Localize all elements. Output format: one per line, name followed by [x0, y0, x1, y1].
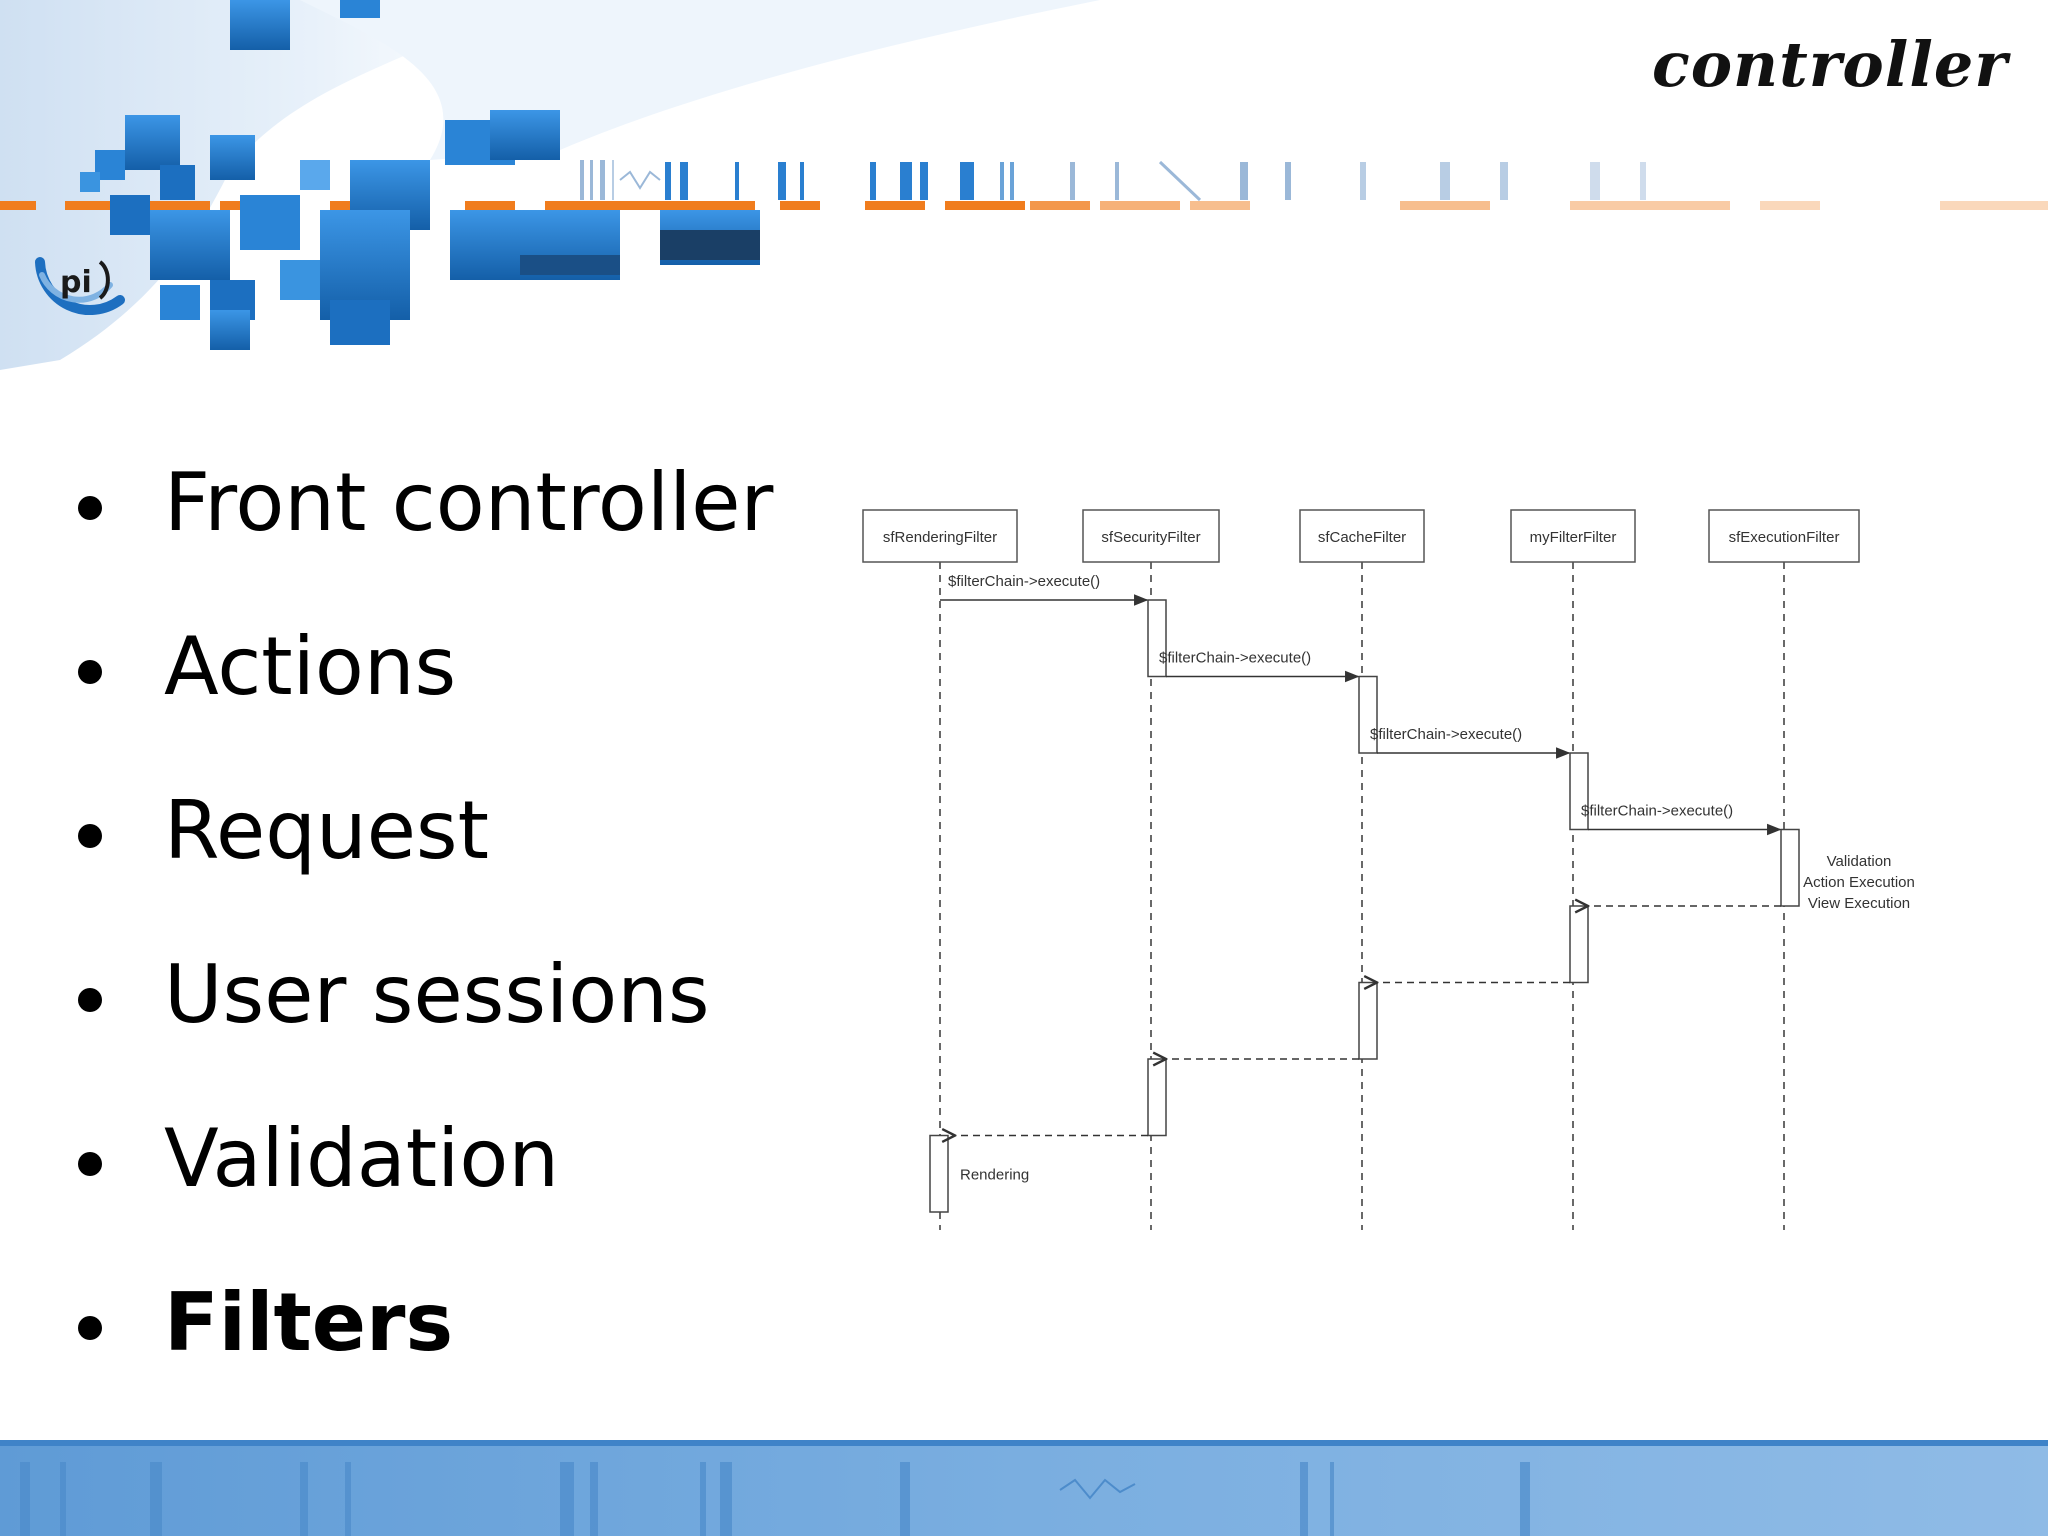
slide-title: controller	[1651, 28, 2008, 101]
bullet-dot	[78, 784, 132, 877]
lifeline-label-rendering: sfRenderingFilter	[883, 529, 997, 546]
call-label: $filterChain->execute()	[948, 573, 1100, 590]
bullet-label: Actions	[164, 619, 457, 713]
call-label: $filterChain->execute()	[1370, 726, 1522, 743]
lifeline-label-cache: sfCacheFilter	[1318, 529, 1406, 546]
banner-swoosh	[0, 0, 520, 370]
lifeline-label-security: sfSecurityFilter	[1101, 529, 1200, 546]
bullet-dot	[78, 456, 132, 549]
call-label: $filterChain->execute()	[1581, 803, 1733, 820]
pi-logo: pi	[35, 257, 125, 315]
activation-bar-cache	[1358, 675, 1378, 754]
bullet-item-active: Filters	[78, 1240, 838, 1404]
bullet-item: Front controller	[78, 420, 838, 584]
bullet-item: Actions	[78, 584, 838, 748]
bullet-item: Request	[78, 748, 838, 912]
lifeline-box-execution	[1708, 509, 1860, 563]
header-banner: pi	[0, 0, 2048, 370]
pi-logo-text: pi	[60, 265, 92, 300]
call-label: $filterChain->execute()	[1159, 650, 1311, 667]
lifeline-label-execution: sfExecutionFilter	[1729, 529, 1840, 546]
activation-bar-security	[1147, 1058, 1167, 1137]
activation-bar-myfilter	[1569, 905, 1589, 984]
lifeline-box-cache	[1299, 509, 1425, 563]
activation-bar-security	[1147, 599, 1167, 678]
lifeline-box-myfilter	[1510, 509, 1636, 563]
bullet-label: User sessions	[164, 947, 710, 1041]
bullet-list: Front controller Actions Request User se…	[78, 420, 838, 1404]
footer-barcode	[20, 1462, 1530, 1536]
bullet-label: Filters	[164, 1275, 454, 1369]
bullet-item: User sessions	[78, 912, 838, 1076]
execution-note: Action Execution	[1803, 874, 1915, 891]
bullet-dot	[78, 1112, 132, 1205]
lifeline-box-security	[1082, 509, 1220, 563]
banner-barcode	[580, 160, 1646, 202]
bullet-dot	[78, 948, 132, 1041]
activation-bar-cache	[1358, 981, 1378, 1060]
banner-orange-dashes	[0, 201, 2048, 210]
banner-swoosh-light	[300, 0, 1100, 160]
bullet-label: Request	[164, 783, 489, 877]
footer-bar	[0, 1440, 2048, 1536]
activation-bar-myfilter	[1569, 752, 1589, 831]
bullet-dot	[78, 620, 132, 713]
activation-bar-rendering	[929, 1134, 949, 1213]
banner-cubes	[80, 0, 760, 350]
lifeline-label-myfilter: myFilterFilter	[1530, 529, 1617, 546]
execution-note: Validation	[1827, 853, 1892, 870]
bullet-item: Validation	[78, 1076, 838, 1240]
bullet-label: Front controller	[164, 455, 774, 549]
lifeline-box-rendering	[862, 509, 1018, 563]
rendering-note: Rendering	[960, 1167, 1029, 1184]
bullet-label: Validation	[164, 1111, 560, 1205]
bullet-dot	[78, 1276, 132, 1369]
activation-bar-execution	[1780, 828, 1800, 907]
execution-note: View Execution	[1808, 895, 1910, 912]
